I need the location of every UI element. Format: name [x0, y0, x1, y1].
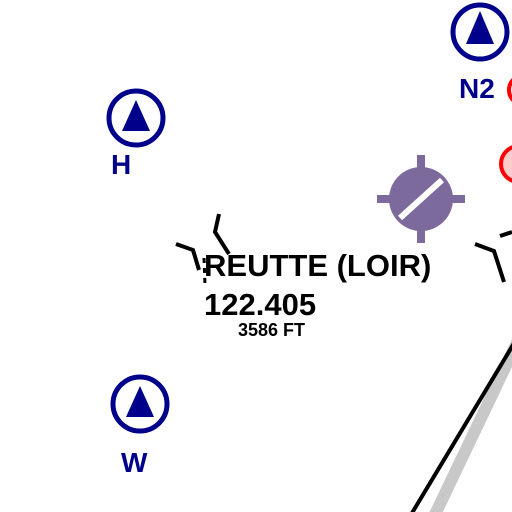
reporting-point-label[interactable]: W [121, 447, 148, 478]
restricted-area-marker[interactable] [499, 145, 512, 183]
airport-name[interactable]: REUTTE (LOIR) [204, 248, 432, 283]
glider-airfield-icon[interactable] [377, 155, 465, 243]
reporting-point-label[interactable]: N2 [459, 73, 495, 104]
boundary-mark [175, 242, 201, 271]
restricted-area-marker[interactable] [507, 75, 512, 105]
boundary-mark [212, 213, 231, 256]
restricted-area-markers [499, 75, 512, 183]
triangle-in-circle-icon[interactable] [110, 374, 170, 434]
triangle-in-circle-icon[interactable] [106, 88, 166, 148]
airport-frequency: 122.405 [204, 287, 317, 322]
route-line-shadow [429, 339, 512, 512]
route-line-main [410, 342, 512, 512]
triangle-in-circle-icon[interactable] [450, 2, 510, 62]
boundary-mark-dashed [202, 257, 207, 286]
reporting-point-label[interactable]: H [111, 149, 132, 180]
airspace-boundary-marks [175, 213, 512, 286]
route-line [410, 339, 512, 512]
airport-elevation: 3586 FT [238, 320, 306, 340]
boundary-mark [474, 242, 506, 283]
boundary-mark [499, 230, 512, 238]
